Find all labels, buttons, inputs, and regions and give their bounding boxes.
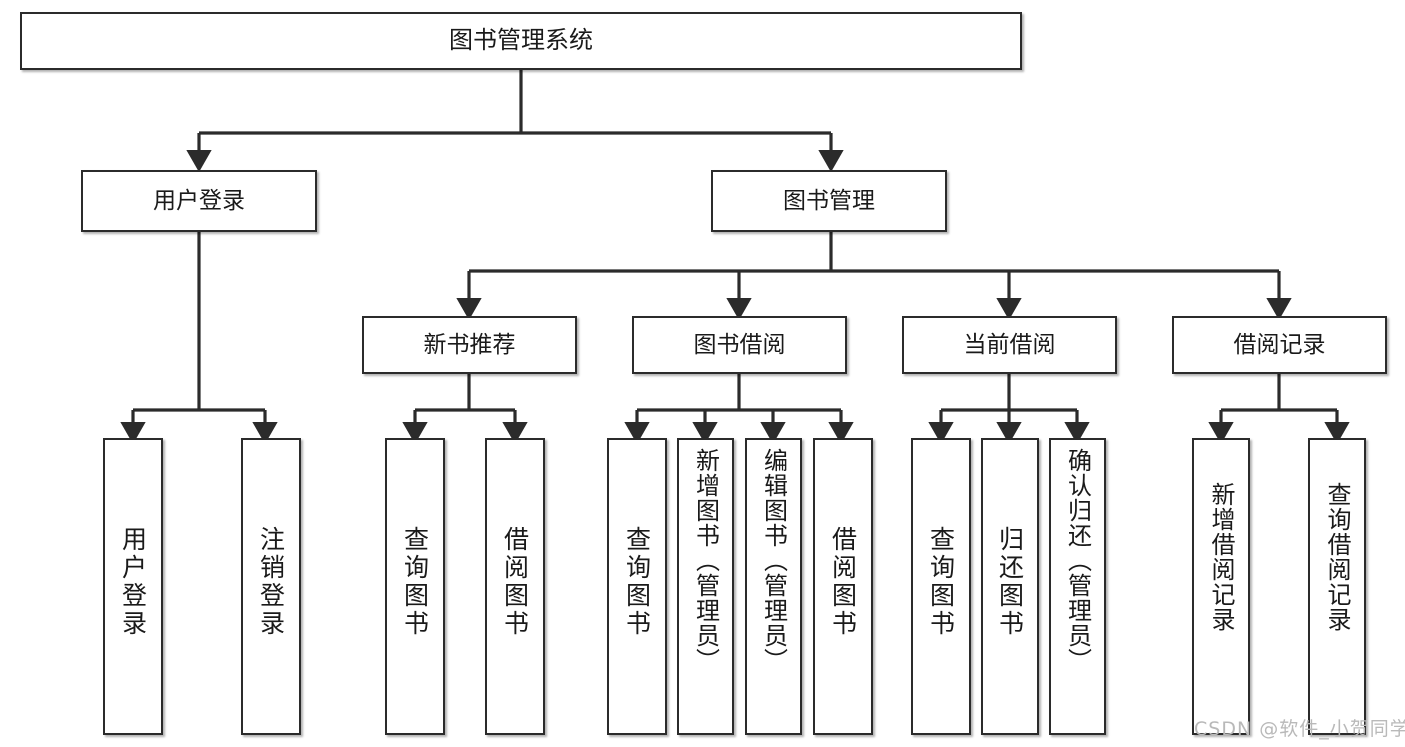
node-book-borrowing[interactable]: 图书借阅 bbox=[632, 316, 847, 374]
node-label: 新增借阅记录 bbox=[1207, 482, 1235, 632]
node-new-book-recommendation[interactable]: 新书推荐 bbox=[362, 316, 577, 374]
node-label: 新增图书（管理员） bbox=[691, 448, 720, 673]
node-label: 用户登录 bbox=[153, 187, 245, 214]
node-user-login[interactable]: 用户登录 bbox=[81, 170, 317, 232]
node-label: 查询借阅记录 bbox=[1323, 482, 1351, 632]
node-label: 查询图书 bbox=[622, 526, 652, 638]
leaf-return-book[interactable]: 归还图书 bbox=[981, 438, 1039, 735]
leaf-query-book-borrow[interactable]: 查询图书 bbox=[607, 438, 667, 735]
node-label: 当前借阅 bbox=[963, 331, 1056, 358]
node-label: 编辑图书（管理员） bbox=[759, 448, 788, 673]
node-label: 查询图书 bbox=[926, 526, 956, 638]
node-label: 借阅记录 bbox=[1233, 331, 1326, 358]
leaf-borrow-book[interactable]: 借阅图书 bbox=[813, 438, 873, 735]
node-label: 图书管理系统 bbox=[449, 26, 593, 55]
node-label: 借阅图书 bbox=[828, 526, 858, 638]
node-label: 新书推荐 bbox=[423, 331, 516, 358]
leaf-query-borrow-record[interactable]: 查询借阅记录 bbox=[1308, 438, 1366, 735]
leaf-add-book-admin[interactable]: 新增图书（管理员） bbox=[677, 438, 734, 735]
node-label: 图书借阅 bbox=[693, 331, 786, 358]
node-label: 借阅图书 bbox=[500, 526, 530, 638]
csdn-watermark: CSDN @软件_小贺同学 bbox=[1194, 718, 1405, 740]
node-label: 图书管理 bbox=[783, 187, 875, 214]
leaf-edit-book-admin[interactable]: 编辑图书（管理员） bbox=[745, 438, 802, 735]
node-borrowing-record[interactable]: 借阅记录 bbox=[1172, 316, 1387, 374]
node-current-borrowing[interactable]: 当前借阅 bbox=[902, 316, 1117, 374]
node-root-book-management-system[interactable]: 图书管理系统 bbox=[20, 12, 1022, 70]
leaf-query-book-current[interactable]: 查询图书 bbox=[911, 438, 971, 735]
leaf-query-book-new-recommend[interactable]: 查询图书 bbox=[385, 438, 445, 735]
leaf-user-login[interactable]: 用户登录 bbox=[103, 438, 163, 735]
leaf-borrow-book-new-recommend[interactable]: 借阅图书 bbox=[485, 438, 545, 735]
node-label: 注销登录 bbox=[256, 526, 286, 638]
node-label: 归还图书 bbox=[995, 526, 1025, 638]
node-book-management[interactable]: 图书管理 bbox=[711, 170, 947, 232]
leaf-add-borrow-record[interactable]: 新增借阅记录 bbox=[1192, 438, 1250, 735]
node-label: 用户登录 bbox=[118, 526, 148, 638]
leaf-logout[interactable]: 注销登录 bbox=[241, 438, 301, 735]
node-label: 确认归还（管理员） bbox=[1063, 448, 1092, 673]
node-label: 查询图书 bbox=[400, 526, 430, 638]
leaf-confirm-return-admin[interactable]: 确认归还（管理员） bbox=[1049, 438, 1106, 735]
